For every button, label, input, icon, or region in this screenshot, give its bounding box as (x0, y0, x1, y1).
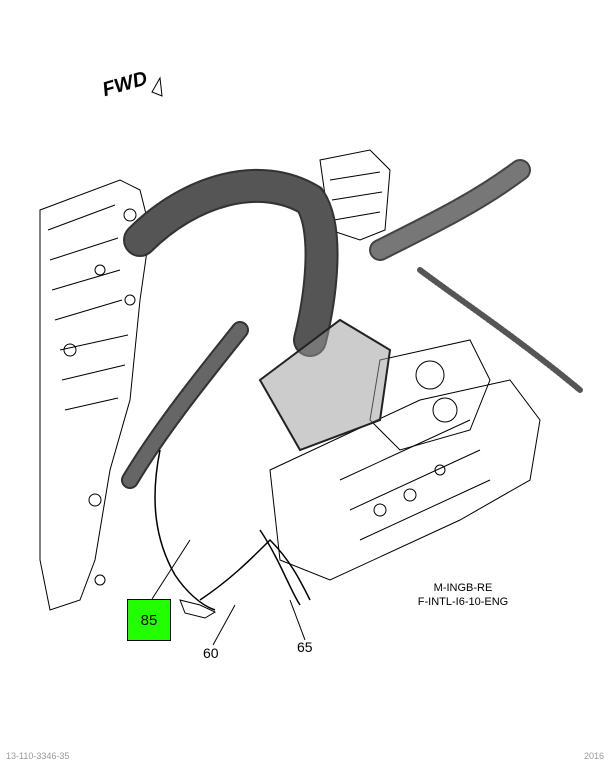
reference-line-2: F-INTL-I6-10-ENG (417, 596, 509, 608)
fwd-arrow-icon (151, 76, 163, 97)
starter-motor (269, 379, 541, 581)
wire-60 (199, 538, 311, 601)
callout-85: 85 (127, 599, 171, 641)
footer-left: 13-110-3346-35 (6, 751, 70, 761)
reference-line-1: M-INGB-RE (433, 582, 493, 594)
callout-60: 60 (203, 645, 219, 661)
harness-mesh (258, 318, 392, 452)
engine-block-outline (39, 179, 151, 611)
wire-85 (154, 449, 216, 611)
leader-60 (212, 604, 236, 646)
wire-65 (259, 529, 301, 606)
leader-85 (151, 539, 191, 600)
footer-right: 2016 (583, 751, 604, 761)
callout-65: 65 (297, 639, 313, 655)
leader-65 (289, 599, 306, 641)
